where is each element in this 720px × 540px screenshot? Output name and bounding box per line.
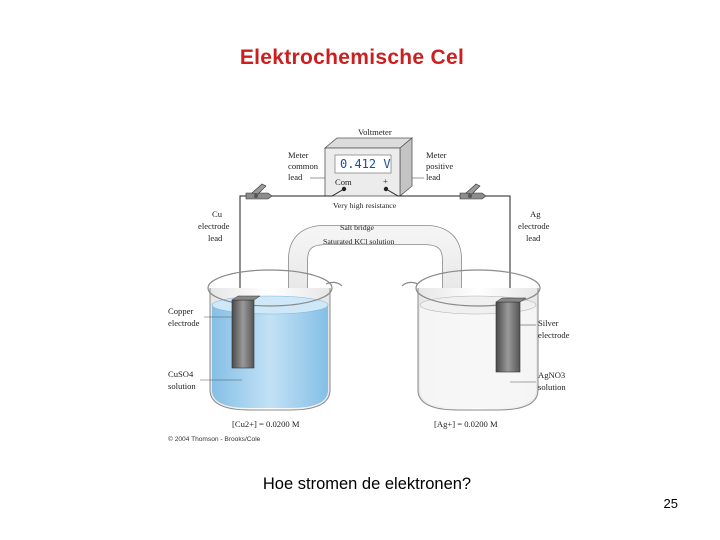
voltmeter-display	[334, 154, 392, 174]
salt-bridge-label: Salt bridge	[340, 223, 375, 232]
resistance-label: Very high resistance	[333, 201, 397, 210]
copper-concentration-label: [Cu2+] = 0.0200 M	[232, 419, 300, 429]
cuso4-solution	[212, 305, 328, 408]
svg-text:Meter: Meter	[426, 150, 447, 160]
svg-text:electrode: electrode	[518, 221, 550, 231]
right-alligator-clip	[459, 183, 487, 200]
svg-text:common: common	[288, 161, 319, 171]
left-alligator-clip	[245, 183, 273, 200]
svg-text:AgNO3: AgNO3	[538, 370, 565, 380]
voltmeter: 0.412 V Com +	[323, 137, 414, 197]
silver-concentration-label: [Ag+] = 0.0200 M	[434, 419, 498, 429]
plus-terminal-label: +	[383, 176, 388, 186]
agno3-solution-label: AgNO3 solution	[510, 370, 566, 392]
svg-text:electrode: electrode	[198, 221, 230, 231]
svg-text:lead: lead	[426, 172, 441, 182]
silver-electrode	[495, 301, 521, 373]
svg-text:Silver: Silver	[538, 318, 559, 328]
svg-text:positive: positive	[426, 161, 453, 171]
svg-text:electrode: electrode	[168, 318, 200, 328]
slide-question: Hoe stromen de elektronen?	[262, 475, 472, 493]
salt-bridge-solution-label: Saturated KCl solution	[323, 237, 395, 246]
voltmeter-label: Voltmeter	[358, 127, 392, 137]
meter-common-lead-label: Meter common lead	[288, 150, 325, 182]
voltmeter-reading: 0.412 V	[340, 157, 391, 171]
cuso4-solution-label: CuSO4 solution	[168, 369, 242, 391]
page-number: 25	[663, 496, 678, 511]
com-terminal-label: Com	[335, 177, 352, 187]
svg-text:lead: lead	[288, 172, 303, 182]
svg-text:CuSO4: CuSO4	[168, 369, 194, 379]
cu-electrode-lead-label: Cu electrode lead	[198, 209, 230, 243]
svg-text:solution: solution	[168, 381, 196, 391]
svg-text:Ag: Ag	[530, 209, 541, 219]
svg-text:lead: lead	[526, 233, 541, 243]
left-beaker	[207, 269, 343, 411]
copper-electrode-label: Copper electrode	[168, 306, 232, 328]
svg-text:Copper: Copper	[168, 306, 193, 316]
ag-electrode-lead-label: Ag electrode lead	[518, 209, 550, 243]
svg-text:Cu: Cu	[212, 209, 223, 219]
cell-illustration: 0.412 V Com + Voltmeter Very high resist…	[168, 127, 570, 443]
svg-text:lead: lead	[208, 233, 223, 243]
wires	[239, 188, 511, 298]
svg-text:electrode: electrode	[538, 330, 570, 340]
copper-electrode	[231, 299, 255, 369]
svg-text:solution: solution	[538, 382, 566, 392]
slide-title: Elektrochemische Cel	[239, 46, 465, 69]
silver-electrode-label: Silver electrode	[520, 318, 570, 340]
copyright-notice: © 2004 Thomson - Brooks/Cole	[168, 435, 261, 443]
meter-positive-lead-label: Meter positive lead	[412, 150, 453, 182]
electrochemical-cell-diagram: 0.412 V Com + Voltmeter Very high resist…	[160, 120, 580, 450]
svg-text:Meter: Meter	[288, 150, 309, 160]
